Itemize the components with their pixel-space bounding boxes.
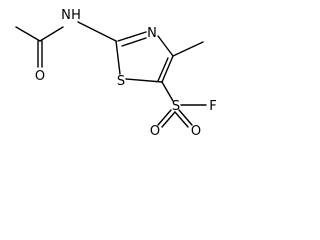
bond-c4-c5-1	[161, 55, 174, 83]
bond-carbonyl-n	[39, 26, 64, 42]
bond-s-o-right-1	[178, 109, 193, 126]
bond-s-o-left-1	[157, 109, 172, 126]
structure-canvas: N H O N S S F O O	[0, 0, 236, 141]
bond-s-o-right-2	[174, 111, 189, 128]
bond-c2-n-ring-1	[117, 31, 147, 42]
bond-c2-n-ring-2	[121, 37, 147, 47]
bond-c5-s-sulfonyl	[161, 81, 174, 102]
bond-n-c2	[77, 21, 117, 42]
atom-label-o-sulfonyl-right: O	[191, 124, 201, 139]
molecule-structure: N H O N S S F O O	[15, 8, 217, 139]
atom-label-s-sulfonyl: S	[172, 99, 180, 114]
bond-s-o-left-2	[161, 111, 176, 128]
atom-label-f: F	[209, 99, 216, 114]
atom-label-s-ring: S	[117, 74, 125, 89]
atom-label-n-amide: N	[61, 8, 71, 23]
atom-label-n-ring: N	[147, 26, 157, 41]
atom-labels: N H O N S S F O O	[35, 8, 217, 139]
bond-c4-methyl	[172, 41, 204, 57]
bond-methyl-carbonyl	[15, 26, 41, 42]
atom-label-h-amide: H	[71, 8, 81, 23]
bonds	[15, 21, 207, 128]
bond-s-ring-c2	[115, 40, 121, 75]
bond-n-ring-c4	[157, 35, 174, 57]
bond-c4-c5-2	[157, 57, 169, 82]
atom-label-o-sulfonyl-left: O	[150, 124, 160, 139]
bond-c5-s-ring	[125, 78, 163, 83]
atom-label-o-carbonyl: O	[35, 69, 45, 84]
